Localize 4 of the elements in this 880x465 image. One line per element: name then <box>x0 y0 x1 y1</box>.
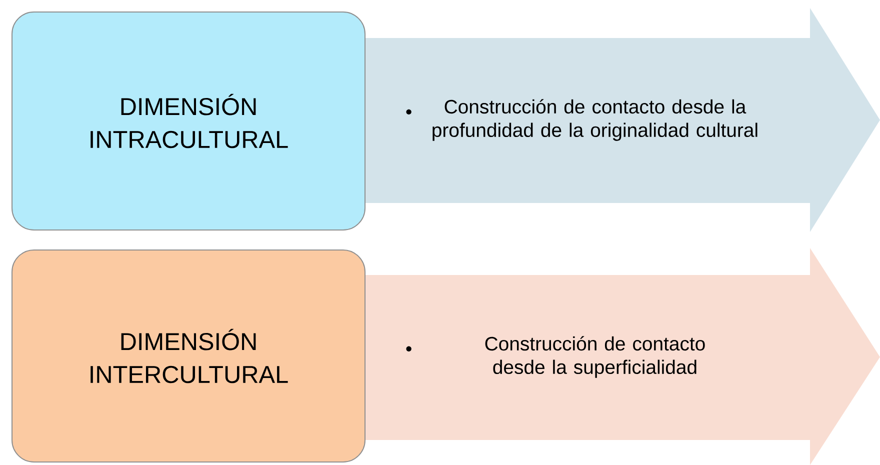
rounded-box: DIMENSIÓN INTERCULTURAL <box>12 249 366 462</box>
rounded-box: DIMENSIÓN INTRACULTURAL <box>12 12 366 230</box>
arrow-band: Construcción de contacto desde la superficialidad <box>350 248 880 465</box>
arrow-band: Construcción de contacto desde la profundidad de la originalidad cultural <box>350 8 880 232</box>
